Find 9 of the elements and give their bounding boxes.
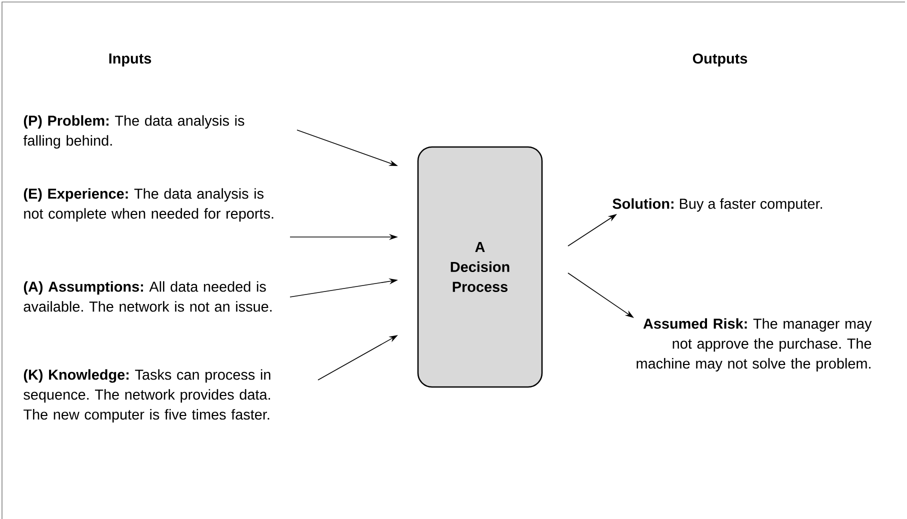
output-text: Assumed Risk: The manager may not approve the purchase. The machine may not solve the problem.: [636, 318, 872, 372]
column-heading: Inputs: [109, 54, 152, 66]
column-heading: Outputs: [692, 53, 748, 67]
process-box: A Decision Process: [417, 146, 543, 388]
output-text: Solution: Buy a faster computer.: [612, 198, 822, 212]
input-text: (P) Problem: The data analysis is falling behind.: [23, 115, 244, 149]
input-text: (A) Assumptions: All data needed is available. The network is not an issue.: [24, 281, 272, 312]
input-text: (E) Experience: The data analysis is not complete when needed for reports.: [24, 188, 274, 222]
input-text: (K) Knowledge: Tasks can process in sequence. The network provides data. The new computer is five times faster.: [24, 369, 270, 423]
